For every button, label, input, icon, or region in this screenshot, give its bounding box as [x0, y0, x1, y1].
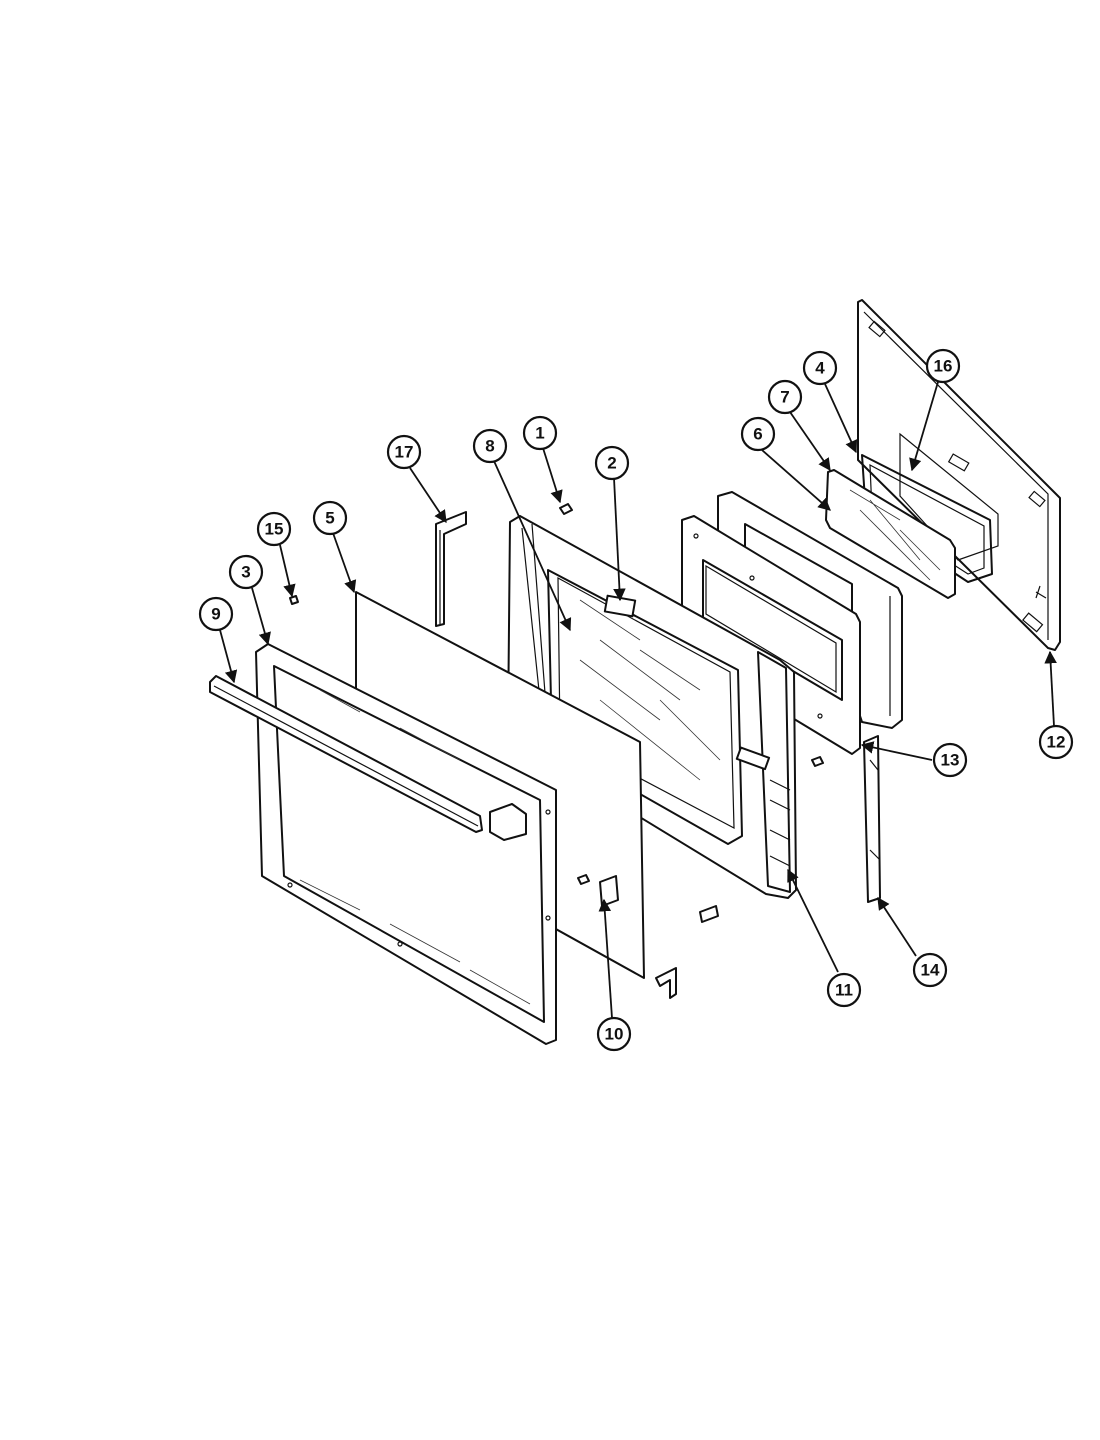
- callout-4-text: 4: [815, 359, 825, 378]
- callout-13-circle: [932, 742, 968, 778]
- screw-part-15: [289, 595, 299, 605]
- callout-8-text: 8: [485, 437, 494, 456]
- callout-3: 3: [228, 554, 264, 590]
- callout-17-text: 17: [395, 443, 414, 462]
- callout-6: 6: [740, 416, 776, 452]
- callout-11-text: 11: [835, 981, 853, 1000]
- callout-7: 7: [767, 379, 803, 415]
- callout-1-text: 1: [535, 424, 544, 443]
- callout-9-circle: [198, 596, 234, 632]
- callout-14-circle: [912, 952, 948, 988]
- callout-10-circle: [596, 1016, 632, 1052]
- callout-6-circle: [740, 416, 776, 452]
- callout-12-text: 12: [1047, 733, 1066, 752]
- handle-bracket: [489, 756, 824, 999]
- callout-12-circle: [1038, 724, 1074, 760]
- callout-14-text: 14: [921, 961, 940, 980]
- callout-3-circle: [228, 554, 264, 590]
- callout-13: 13: [932, 742, 968, 778]
- callout-4: 4: [802, 350, 838, 386]
- callout-11-circle: [826, 972, 862, 1008]
- callout-4-circle: [802, 350, 838, 386]
- callout-7-text: 7: [780, 388, 789, 407]
- callout-15: 15: [256, 511, 292, 547]
- callout-6-text: 6: [753, 425, 762, 444]
- callout-17: 17: [386, 434, 422, 470]
- callout-8-circle: [472, 428, 508, 464]
- callout-5-text: 5: [325, 509, 334, 528]
- door-handle-bar: [209, 675, 483, 833]
- callout-9-text: 9: [211, 605, 220, 624]
- door-side-channel: [435, 511, 467, 627]
- callout-15-circle: [256, 511, 292, 547]
- callout-3-text: 3: [241, 563, 250, 582]
- callout-8: 8: [472, 428, 508, 464]
- screw-part-1: [559, 503, 573, 515]
- callout-2-circle: [594, 445, 630, 481]
- inner-window-glass: [825, 469, 956, 599]
- callout-2: 2: [594, 445, 630, 481]
- callout-1-circle: [522, 415, 558, 451]
- callout-2-text: 2: [607, 454, 616, 473]
- callout-16-text: 16: [934, 357, 953, 376]
- callout-9: 9: [198, 596, 234, 632]
- callout-5: 5: [312, 500, 348, 536]
- callout-13-text: 13: [941, 751, 960, 770]
- callout-10-text: 10: [605, 1025, 624, 1044]
- callout-14: 14: [912, 952, 948, 988]
- callout-12: 12: [1038, 724, 1074, 760]
- door-liner: [681, 515, 861, 755]
- callout-16-circle: [925, 348, 961, 384]
- callout-1: 1: [522, 415, 558, 451]
- callout-15-text: 15: [265, 520, 284, 539]
- callout-16: 16: [925, 348, 961, 384]
- callout-5-circle: [312, 500, 348, 536]
- leader-lines: [219, 381, 1057, 1019]
- callout-17-circle: [386, 434, 422, 470]
- callout-7-circle: [767, 379, 803, 415]
- callout-11: 11: [826, 972, 862, 1008]
- callout-10: 10: [596, 1016, 632, 1052]
- hinge-channel: [863, 735, 881, 903]
